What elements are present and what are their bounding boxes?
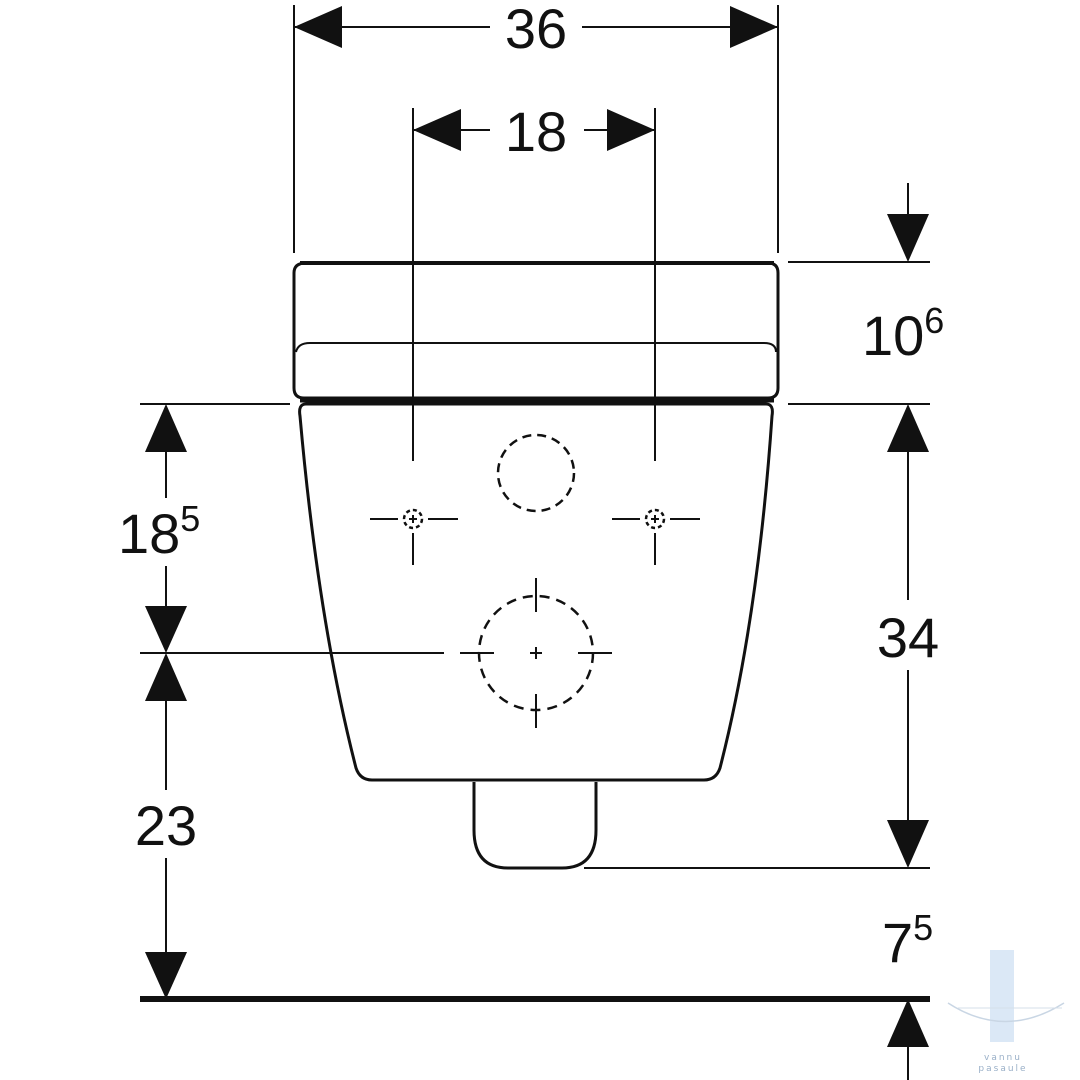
centre-marks: [370, 515, 700, 728]
watermark-arc: [947, 1002, 1065, 1023]
dim-top-to-outlet: 185: [118, 498, 200, 565]
toilet-outline: [292, 261, 780, 870]
hidden-features: [402, 433, 666, 712]
dim-seat-height: 106: [862, 300, 944, 367]
bowl-outlet: [472, 782, 598, 870]
lid-inner-line: [295, 342, 777, 353]
watermark-logo: vannu pasaule: [947, 950, 1065, 1074]
dim-fixing-spacing: 18: [505, 100, 567, 163]
watermark-bar: [990, 950, 1014, 1042]
watermark-line1: vannu: [984, 1053, 1022, 1063]
dim-outlet-to-floor: 23: [135, 794, 197, 857]
dim-bottom-to-floor: 75: [882, 907, 933, 974]
fixing-bolt-right: [644, 508, 666, 530]
bowl-body: [298, 402, 774, 782]
hinge-bar: [300, 261, 774, 403]
seat-lid: [292, 261, 780, 400]
water-inlet-circle: [496, 433, 576, 513]
dimension-lines: [145, 6, 929, 1080]
dim-overall-width: 36: [505, 0, 567, 60]
fixing-bolt-left: [402, 508, 424, 530]
dim-bowl-depth: 34: [877, 606, 939, 669]
watermark-line2: pasaule: [978, 1064, 1027, 1074]
extension-lines: [140, 5, 930, 869]
